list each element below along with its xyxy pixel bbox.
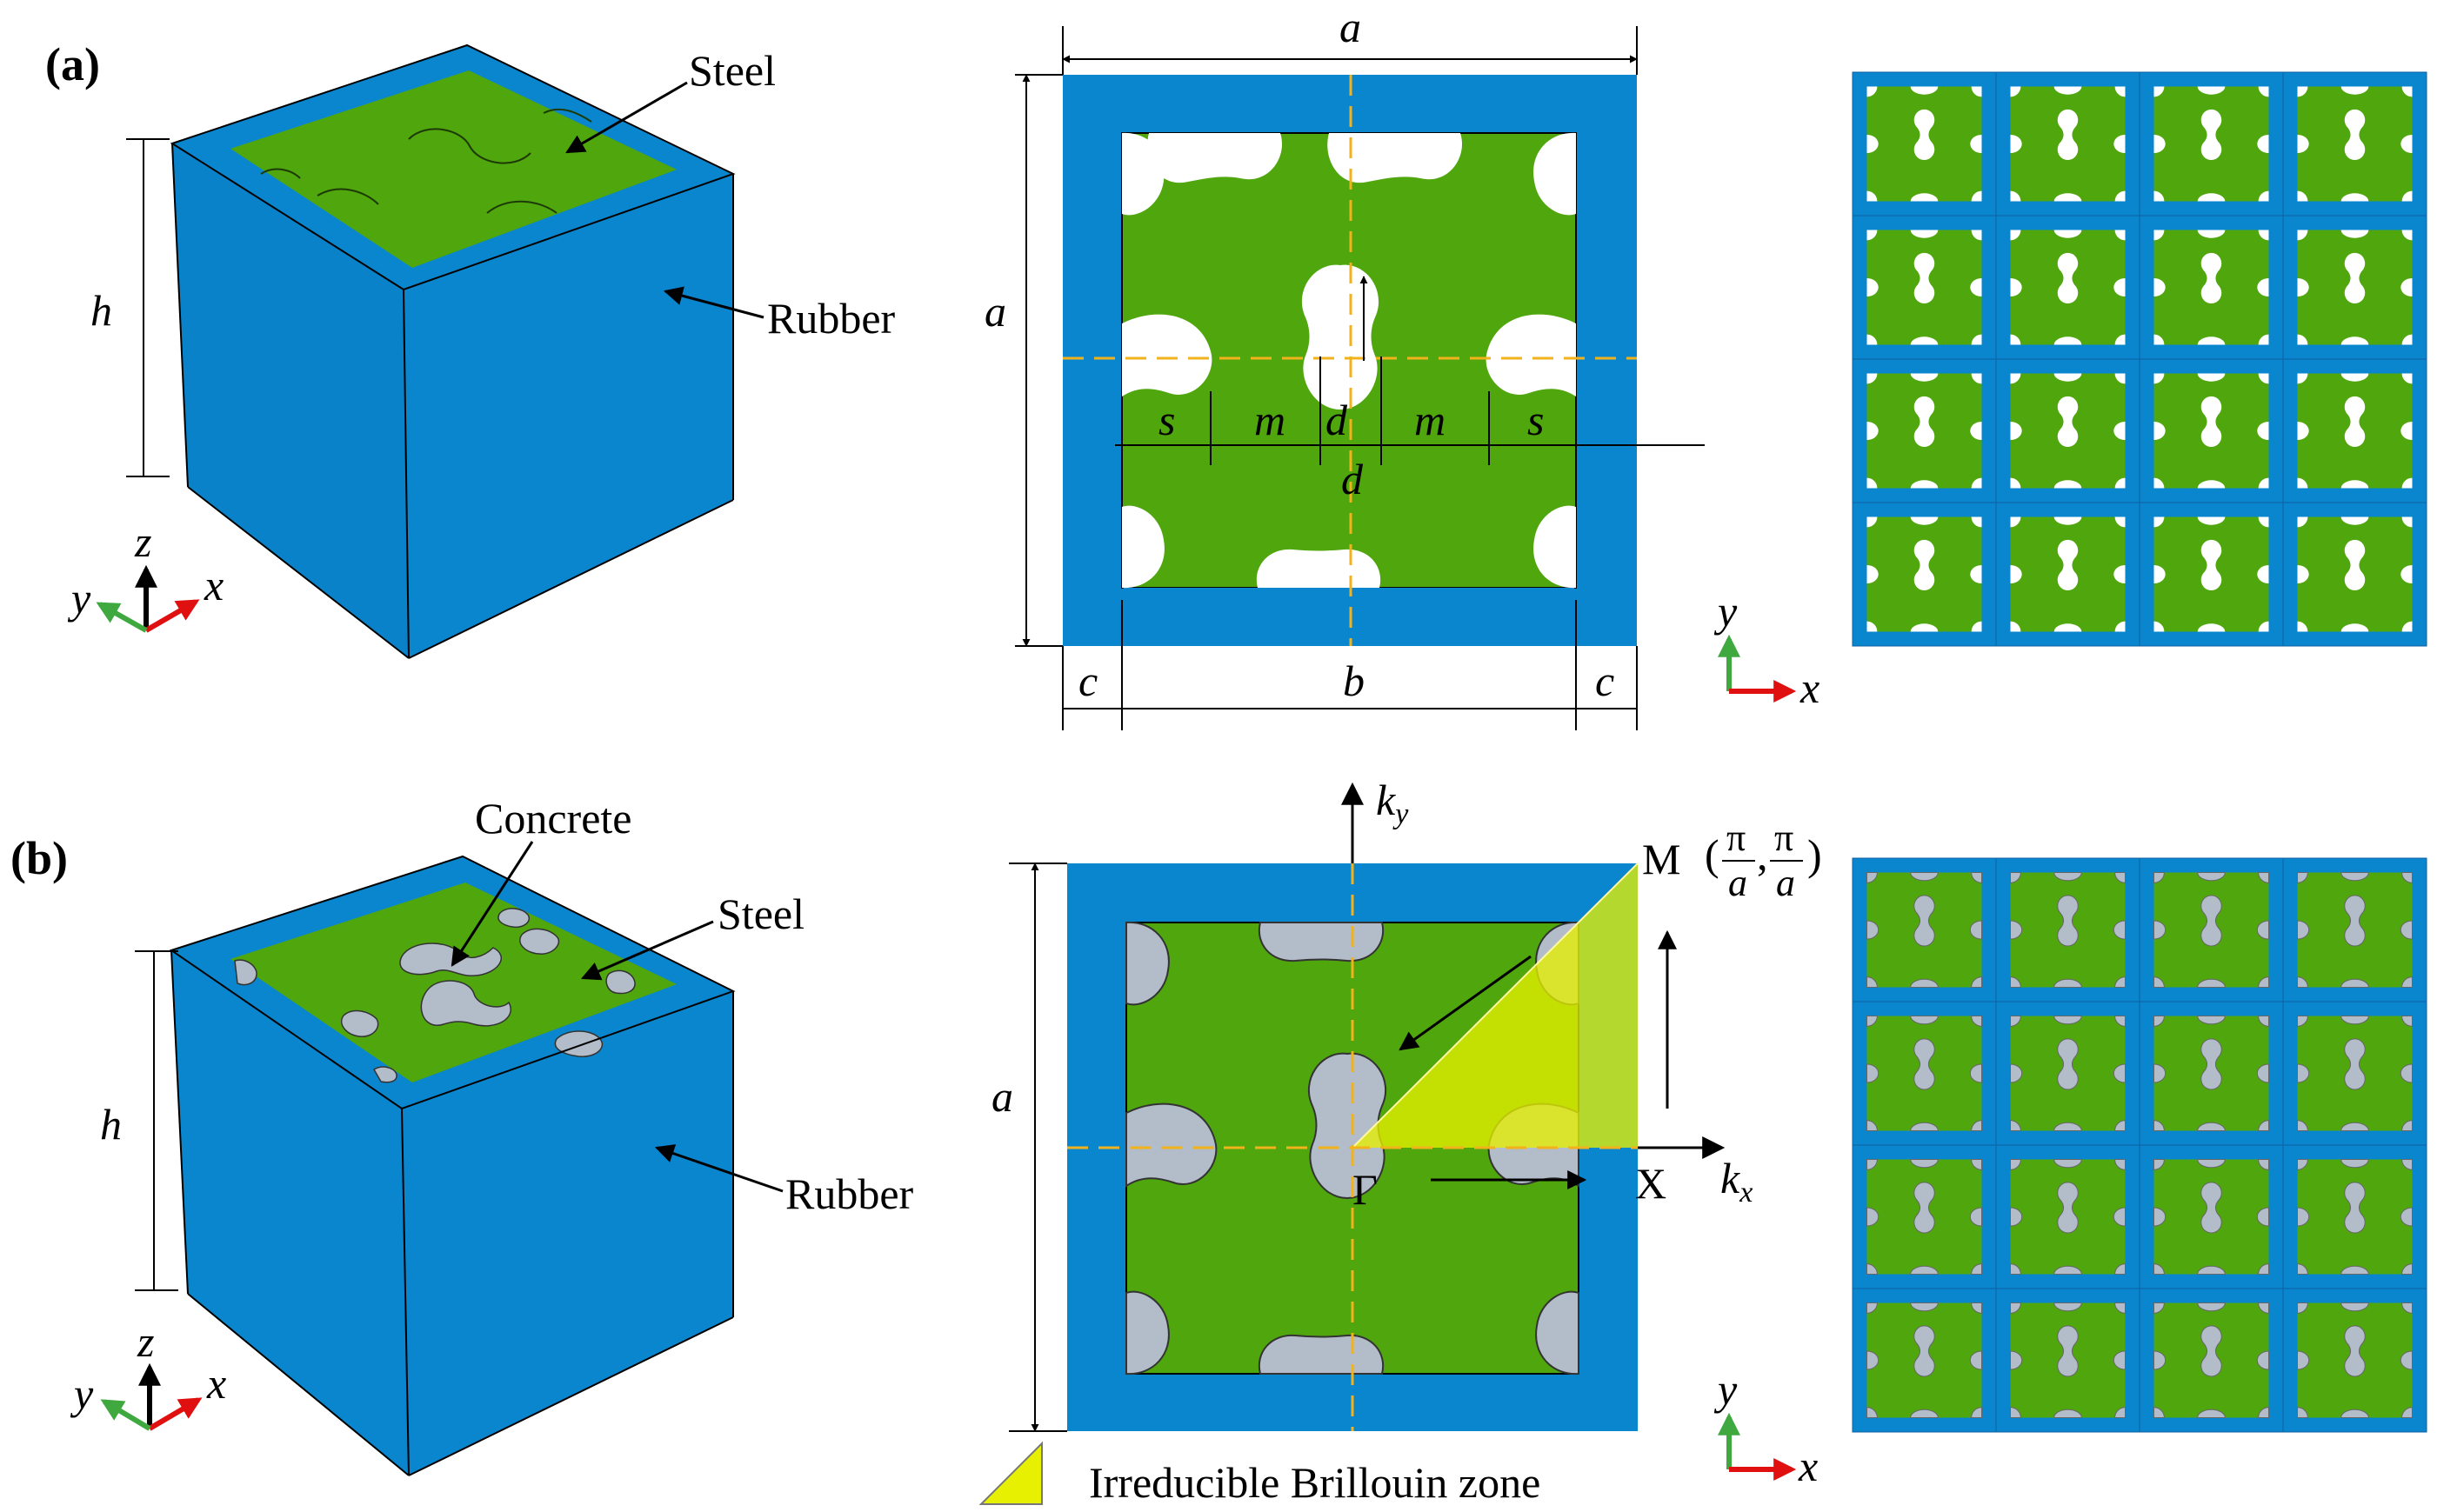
array-b-cell bbox=[2139, 1288, 2284, 1433]
panel-label-a: (a) bbox=[45, 38, 100, 90]
cube-b-rubber-label: Rubber bbox=[785, 1169, 914, 1218]
array-b-cell bbox=[2282, 857, 2427, 1002]
unit-cell-a-dim-b: b bbox=[1343, 656, 1365, 705]
unit-cell-a-axis-y: y bbox=[1713, 587, 1738, 636]
unit-cell-a-dim-c-left: c bbox=[1078, 656, 1098, 705]
array-b-cell bbox=[2139, 857, 2284, 1002]
array-b-cell bbox=[2282, 1144, 2427, 1289]
array-a-cell bbox=[1995, 71, 2140, 216]
array-a-cell bbox=[2282, 71, 2427, 216]
array-b bbox=[1852, 857, 2427, 1433]
array-a-cell bbox=[2139, 502, 2284, 647]
array-a-cell bbox=[1852, 215, 1997, 360]
cube-a-axis-x: x bbox=[204, 561, 224, 609]
cube-b-concrete-label: Concrete bbox=[475, 794, 631, 843]
array-b-cell bbox=[2282, 1001, 2427, 1146]
unit-cell-b-axis-x: x bbox=[1798, 1442, 1818, 1490]
unit-cell-a-axis-x: x bbox=[1799, 663, 1819, 712]
array-a-cell bbox=[1852, 358, 1997, 503]
unit-cell-b-axes: y x bbox=[1713, 1365, 1818, 1490]
array-b-cell bbox=[1995, 1288, 2140, 1433]
unit-cell-b-ky: ky bbox=[1376, 776, 1409, 830]
array-a-cell bbox=[2139, 71, 2284, 216]
cube-b-left-face bbox=[171, 950, 409, 1475]
cube-b-axis-z: z bbox=[137, 1317, 154, 1366]
cube-a-height-label: h bbox=[90, 286, 112, 335]
unit-cell-b-axis-y: y bbox=[1713, 1365, 1738, 1414]
cube-b-steel-label: Steel bbox=[718, 889, 805, 938]
array-a-cell bbox=[1852, 71, 1997, 216]
unit-cell-b-dim-a-left: a bbox=[991, 1072, 1013, 1121]
cube-b: h Concrete Steel Rubber z y x bbox=[70, 794, 914, 1476]
array-a-cell bbox=[1995, 502, 2140, 647]
svg-text:π: π bbox=[1726, 816, 1746, 859]
unit-cell-a-dim-c-right: c bbox=[1595, 656, 1614, 705]
array-b-cell bbox=[1852, 1288, 1997, 1433]
array-a-cell bbox=[2282, 215, 2427, 360]
array-b-cell bbox=[2139, 1144, 2284, 1289]
cube-a-steel-top bbox=[230, 70, 677, 268]
unit-cell-b-point-gamma: Γ bbox=[1352, 1165, 1378, 1214]
array-a-cell bbox=[2282, 502, 2427, 647]
cube-b-concrete-inclusions bbox=[234, 908, 636, 1083]
svg-text:): ) bbox=[1807, 830, 1822, 879]
svg-text:π: π bbox=[1774, 816, 1793, 859]
cube-a-steel-label: Steel bbox=[689, 46, 776, 95]
array-b-cell bbox=[1995, 1001, 2140, 1146]
unit-cell-a-dim-a-left: a bbox=[985, 287, 1006, 336]
svg-text:(: ( bbox=[1705, 830, 1719, 879]
cube-a-rubber-label: Rubber bbox=[767, 294, 896, 343]
cube-a-holes bbox=[260, 108, 592, 214]
cube-a-axis-z: z bbox=[134, 517, 151, 566]
cube-b-axis-x: x bbox=[206, 1359, 226, 1408]
cube-a-right-face bbox=[404, 174, 733, 658]
panel-label-b: (b) bbox=[10, 832, 68, 884]
cube-a-axes: z y x bbox=[67, 517, 224, 633]
unit-cell-b: ky kx Γ X M ( π a , π a ) a bbox=[978, 776, 1822, 1507]
cube-b-right-face bbox=[402, 991, 733, 1475]
unit-cell-a-dim-d-below: d bbox=[1341, 455, 1364, 503]
array-b-cell bbox=[2282, 1288, 2427, 1433]
array-b-cell bbox=[1852, 1144, 1997, 1289]
array-a-cell bbox=[2139, 215, 2284, 360]
cube-a-axis-y: y bbox=[67, 574, 91, 623]
array-b-cell bbox=[2139, 1001, 2284, 1146]
array-b-cell bbox=[1995, 1144, 2140, 1289]
cube-b-axes: z y x bbox=[70, 1317, 226, 1431]
unit-cell-a-dim-m-left: m bbox=[1254, 396, 1285, 444]
svg-text:a: a bbox=[1728, 862, 1747, 904]
array-a-cell bbox=[1995, 215, 2140, 360]
unit-cell-a: a a s m d m s d c b c y x bbox=[985, 3, 1819, 730]
svg-text:,: , bbox=[1757, 830, 1768, 879]
array-b-cell bbox=[1852, 857, 1997, 1002]
legend-brillouin-swatch bbox=[978, 1441, 1043, 1505]
cube-b-height-label: h bbox=[100, 1100, 122, 1149]
array-a bbox=[1852, 71, 2427, 647]
unit-cell-a-dim-m-right: m bbox=[1414, 396, 1446, 444]
unit-cell-b-point-m: M bbox=[1642, 835, 1680, 883]
array-b-cell bbox=[1852, 1001, 1997, 1146]
array-b-cell bbox=[1995, 857, 2140, 1002]
unit-cell-a-dim-s-right: s bbox=[1527, 396, 1544, 444]
unit-cell-b-kx: kx bbox=[1720, 1154, 1753, 1209]
array-a-cell bbox=[2139, 358, 2284, 503]
unit-cell-a-dim-s-left: s bbox=[1158, 396, 1175, 444]
array-a-cell bbox=[1852, 502, 1997, 647]
array-a-cell bbox=[1995, 358, 2140, 503]
unit-cell-b-point-x: X bbox=[1635, 1159, 1666, 1208]
cube-b-axis-y: y bbox=[70, 1369, 94, 1418]
unit-cell-a-dim-d-center: d bbox=[1325, 396, 1348, 444]
cube-a: h Steel Rubber z y x bbox=[67, 43, 896, 659]
svg-text:a: a bbox=[1776, 862, 1795, 904]
unit-cell-a-dim-a-top: a bbox=[1339, 3, 1361, 51]
unit-cell-b-point-m-coord: ( π a , π a ) bbox=[1705, 816, 1822, 904]
array-a-cell bbox=[2282, 358, 2427, 503]
unit-cell-a-axes: y x bbox=[1713, 587, 1819, 712]
legend-brillouin-label: Irreducible Brillouin zone bbox=[1089, 1458, 1540, 1507]
cube-a-left-face bbox=[172, 143, 409, 658]
